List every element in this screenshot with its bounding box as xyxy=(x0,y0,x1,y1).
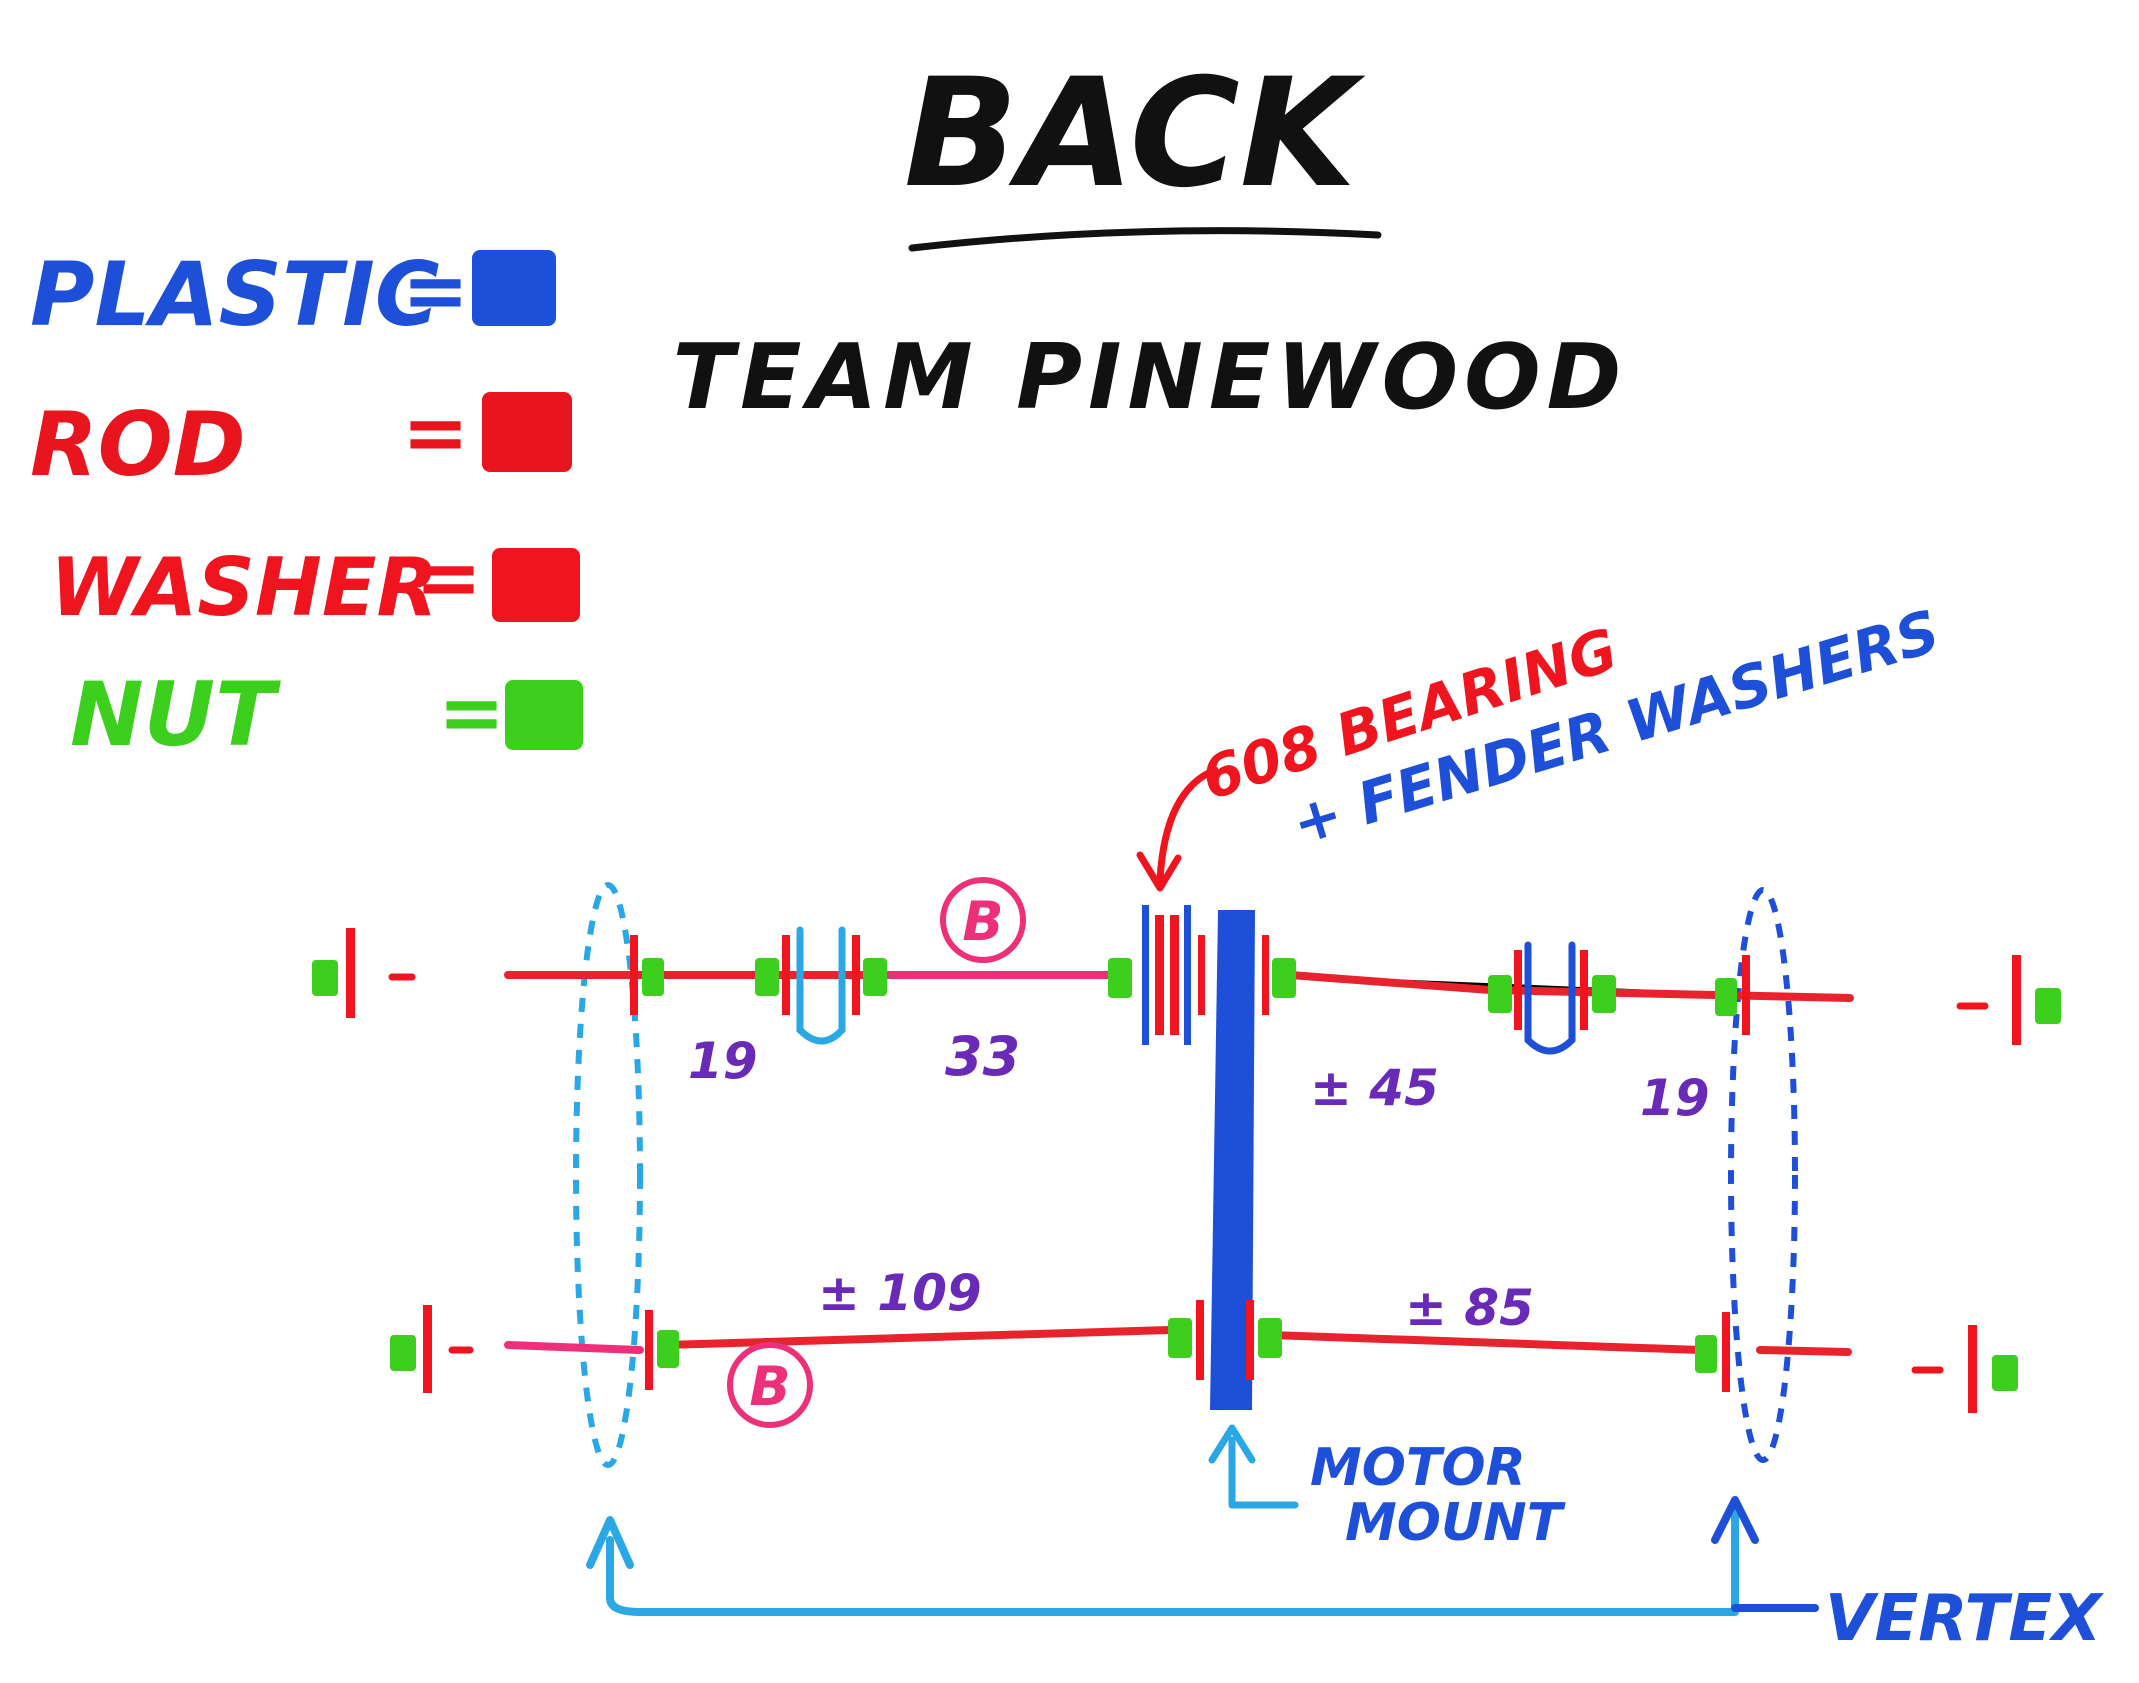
motor-mount-arrowhead xyxy=(1208,1424,1256,1464)
top-left-ubracket-washer-right xyxy=(852,935,860,1015)
bottom-b-badge-circle xyxy=(727,1342,813,1428)
bottom-rod-right xyxy=(1756,1346,1852,1356)
top-left-ubracket-nut-right xyxy=(863,958,887,996)
bottom-motor-washer-left xyxy=(1196,1300,1204,1380)
bottom-right-end-washer xyxy=(1968,1325,1977,1413)
top-right-ubracket-nut-right xyxy=(1592,975,1616,1013)
top-left-plate-nut xyxy=(642,958,664,996)
bottom-b-badge-label: B xyxy=(749,1355,790,1418)
callout-motor-line1: MOTOR xyxy=(1310,1438,1526,1498)
vertex-right-arrowhead xyxy=(1711,1496,1759,1544)
fender-washer-2 xyxy=(1184,905,1191,1045)
top-right-plate-nut xyxy=(1715,978,1737,1016)
top-right-end-washer xyxy=(2012,955,2021,1045)
bottom-motor-nut-left xyxy=(1168,1318,1192,1358)
subtitle: TEAM PINEWOOD xyxy=(673,325,1628,430)
measure-top-right: 19 xyxy=(1640,1069,1710,1127)
legend-equals-rod: = xyxy=(402,386,469,479)
legend-equals-plastic: = xyxy=(402,244,469,337)
bottom-rod-left xyxy=(504,1341,644,1354)
legend-label-rod: ROD xyxy=(30,393,246,496)
measure-top-right-mid: ± 45 xyxy=(1310,1059,1439,1117)
top-right-end-nut xyxy=(2035,988,2061,1024)
top-left-end-washer xyxy=(346,928,355,1018)
bottom-motor-nut-right xyxy=(1258,1318,1282,1358)
legend-equals-washer: = xyxy=(415,531,482,624)
measure-bottom-left: ± 109 xyxy=(818,1264,982,1322)
top-right-ubracket-nut-left xyxy=(1488,975,1512,1013)
legend-swatch-nut xyxy=(505,680,583,750)
legend-label-nut: NUT xyxy=(70,663,281,766)
bottom-left-plate-washer xyxy=(645,1310,653,1390)
left-plastic-plate xyxy=(573,882,643,1468)
legend-label-plastic: PLASTIC xyxy=(30,243,439,346)
legend: PLASTIC = ROD = WASHER = NUT = xyxy=(30,243,583,766)
callout-bearing-arrowhead xyxy=(1136,851,1182,892)
top-right-ubracket xyxy=(1524,941,1576,1055)
title: BACK xyxy=(904,47,1366,221)
bearing-washer-4 xyxy=(1262,935,1269,1015)
top-right-ubracket-washer-right xyxy=(1580,950,1588,1030)
bearing-nut-left xyxy=(1108,958,1132,998)
top-right-plate-washer xyxy=(1742,955,1750,1035)
top-left-plate-washer xyxy=(630,935,638,1015)
callout-bearing-arrow xyxy=(1156,766,1219,884)
vertex-left-arrowhead xyxy=(586,1516,634,1569)
right-plastic-plate xyxy=(1728,887,1798,1463)
top-left-end-nut xyxy=(312,960,338,996)
bearing-washer-3 xyxy=(1198,935,1205,1015)
bottom-motor-washer-right xyxy=(1246,1300,1254,1380)
vertex-connector xyxy=(606,1506,1739,1616)
callout-vertex: VERTEX xyxy=(1825,1582,2104,1656)
motor-mount-arrow xyxy=(1228,1436,1299,1509)
measure-top-mid: 33 xyxy=(945,1025,1020,1088)
title-underline xyxy=(908,227,1382,252)
bottom-rod-mid-right xyxy=(1266,1331,1704,1354)
top-b-badge-circle xyxy=(940,877,1026,963)
bottom-left-end-nut xyxy=(390,1335,416,1371)
bottom-left-plate-nut xyxy=(657,1330,679,1368)
bottom-right-end-nut xyxy=(1992,1355,2018,1391)
legend-label-washer: WASHER xyxy=(50,541,438,634)
top-b-badge-label: B xyxy=(962,890,1003,953)
legend-swatch-rod xyxy=(482,392,572,472)
bottom-rod-mid-left xyxy=(661,1326,1174,1349)
legend-swatch-plastic xyxy=(472,250,556,326)
top-left-ubracket-washer-left xyxy=(782,935,790,1015)
top-left-ubracket-nut-left xyxy=(755,958,779,996)
legend-equals-nut: = xyxy=(438,666,505,759)
bearing-washer-2 xyxy=(1170,915,1179,1035)
bearing-nut-right xyxy=(1272,958,1296,998)
bearing-washer-1 xyxy=(1155,915,1164,1035)
bottom-right-plate-nut xyxy=(1695,1335,1717,1373)
fender-washer-1 xyxy=(1142,905,1149,1045)
top-left-ubracket xyxy=(796,926,846,1045)
measure-top-left: 19 xyxy=(688,1032,758,1090)
measure-bottom-right: ± 85 xyxy=(1405,1279,1534,1337)
legend-swatch-washer xyxy=(492,548,580,622)
callout-motor-line2: MOUNT xyxy=(1345,1493,1566,1553)
motor-mount-bar xyxy=(1210,910,1255,1410)
bottom-left-end-washer xyxy=(423,1305,432,1393)
bottom-right-plate-washer xyxy=(1722,1312,1730,1392)
top-right-ubracket-washer-left xyxy=(1514,950,1522,1030)
